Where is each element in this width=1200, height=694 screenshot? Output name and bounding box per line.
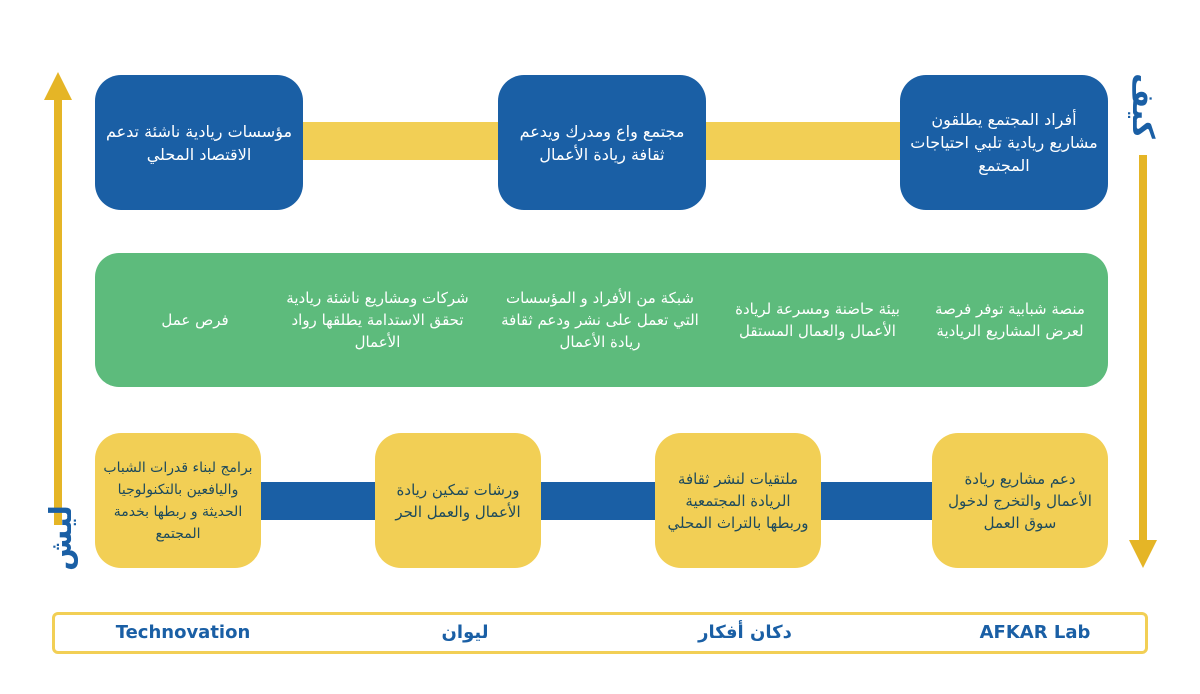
middle-panel <box>95 253 1108 387</box>
left-up-arrow <box>54 95 62 525</box>
right-arrow-head-icon <box>1129 540 1157 568</box>
left-arrow-head-icon <box>44 72 72 100</box>
middle-item-5: فرص عمل <box>161 311 229 329</box>
top-box-1: أفراد المجتمع يطلقون مشاريع ريادية تلبي … <box>900 75 1108 210</box>
footer-dukkan-afkar: دكان أفكار <box>698 622 792 643</box>
programs-footer <box>52 612 1148 654</box>
why-label: ليش <box>44 505 79 571</box>
footer-technovation: Technovation <box>115 622 251 643</box>
middle-item-2: بيئة حاضنة ومسرعة لريادة الأعمال والعمال… <box>735 300 900 340</box>
bottom-connector <box>240 482 960 520</box>
right-down-arrow <box>1139 155 1147 545</box>
top-box-3: مؤسسات ريادية ناشئة تدعم الاقتصاد المحلي <box>95 75 303 210</box>
bottom-box-3: ورشات تمكين ريادة الأعمال والعمل الحر <box>375 433 541 568</box>
bottom-box-1: دعم مشاريع ريادة الأعمال والتخرج لدخول س… <box>932 433 1108 568</box>
how-label: كيف <box>1125 73 1160 139</box>
footer-afkar-lab: AFKAR Lab <box>979 622 1091 643</box>
middle-item-3: شبكة من الأفراد و المؤسسات التي تعمل على… <box>501 289 699 351</box>
middle-item-4: شركات ومشاريع ناشئة ريادية تحقق الاستدام… <box>286 289 469 351</box>
top-box-2: مجتمع واع ومدرك ويدعم ثقافة ريادة الأعما… <box>498 75 706 210</box>
bottom-box-4: برامج لبناء قدرات الشباب واليافعين بالتك… <box>95 433 261 568</box>
middle-item-1: منصة شبابية توفر فرصة لعرض المشاريع الري… <box>935 300 1085 340</box>
bottom-box-2: ملتقيات لنشر ثقافة الريادة المجتمعية ورب… <box>655 433 821 568</box>
footer-liwan: ليوان <box>441 622 489 643</box>
